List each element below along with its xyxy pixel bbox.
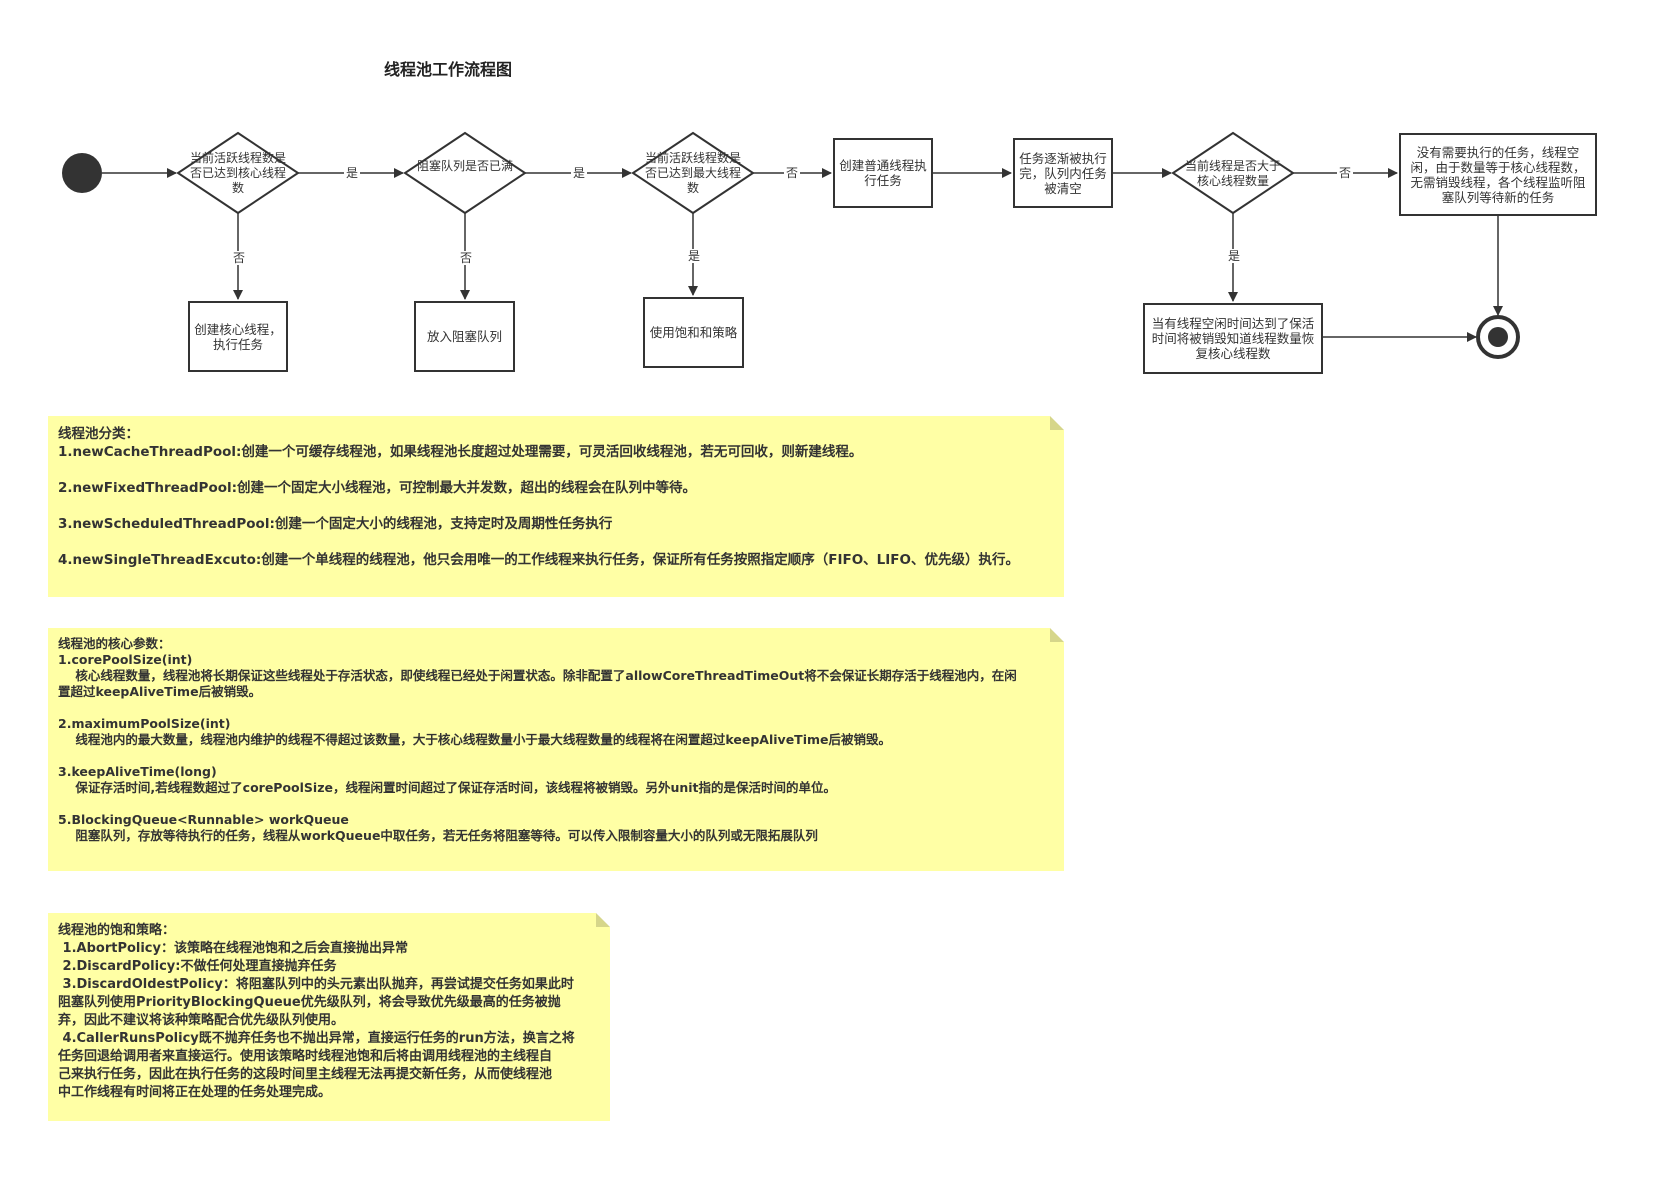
note-line: 中工作线程有时间将正在处理的任务处理完成。 [58,1085,332,1100]
note-thread-pool-types: 线程池分类： 1.newCacheThreadPool:创建一个可缓存线程池，如… [48,416,1064,597]
node-create-normal-thread: 创建普通线程执行任务 [833,138,933,208]
param-desc: 线程池内的最大数量，线程池内维护的线程不得超过该数量，大于核心线程数量小于最大线… [58,732,891,747]
note-line: 己来执行任务，因此在执行任务的这段时间里主线程无法再提交新任务，从而使线程池 [58,1067,553,1082]
decision-queue-full-label: 阻塞队列是否已满 [416,159,513,173]
param-title: 1.corePoolSize(int) [58,652,193,667]
node-enqueue: 放入阻塞队列 [414,301,515,372]
note-line: 2.DiscardPolicy:不做任何处理直接抛弃任务 [58,959,337,974]
param-title: 2.maximumPoolSize(int) [58,716,231,731]
edge-label-d3-no: 否 [784,166,801,180]
param-desc: 阻塞队列，存放等待执行的任务，线程从workQueue中取任务，若无任务将阻塞等… [58,828,818,843]
note-line: 3.DiscardOldestPolicy：将阻塞队列中的头元素出队抛弃，再尝试… [58,977,574,992]
note-heading: 线程池的饱和策略： [58,923,176,938]
edge-label-d4-no: 否 [1337,166,1354,180]
note-line: 1.AbortPolicy：该策略在线程池饱和之后会直接抛出异常 [58,941,408,956]
decision-core-threads-label: 当前活跃线程数是否已达到核心线程数 [190,151,287,195]
note-line: 弃，因此不建议将该种策略配合优先级队列使用。 [58,1013,345,1028]
note-heading: 线程池的核心参数： [58,636,171,651]
edge-label-d4-yes: 是 [1226,249,1243,263]
note-line: 4.CallerRunsPolicy既不抛弃任务也不抛出异常，直接运行任务的ru… [58,1031,575,1046]
edge-label-d1-no: 否 [231,251,248,265]
note-heading: 线程池分类： [58,426,139,442]
node-destroy-idle: 当有线程空闲时间达到了保活时间将被销毁知道线程数量恢复核心线程数 [1143,303,1323,374]
param-title: 3.keepAliveTime(long) [58,764,217,779]
note-core-parameters: 线程池的核心参数： 1.corePoolSize(int) 核心线程数量，线程池… [48,628,1064,871]
edge-label-d2-yes: 是 [571,166,588,180]
start-node [62,153,102,193]
note-line: 任务回退给调用者来直接运行。使用该策略时线程池饱和后将由调用线程池的主线程自 [58,1049,553,1064]
note-fold-corner [596,913,610,927]
node-create-core-thread: 创建核心线程，执行任务 [188,301,288,372]
diagram-title: 线程池工作流程图 [384,60,513,79]
param-desc: 核心线程数量，线程池将长期保证这些线程处于存活状态，即使线程已经处于闲置状态。除… [58,668,1017,683]
end-node-core [1488,327,1508,347]
decision-above-core-label: 当前线程是否大于核心线程数量 [1184,159,1281,188]
param-desc: 保证存活时间,若线程数超过了corePoolSize，线程闲置时间超过了保证存活… [58,780,837,795]
note-line: 2.newFixedThreadPool:创建一个固定大小线程池，可控制最大并发… [58,480,697,496]
param-title: 5.BlockingQueue<Runnable> workQueue [58,812,349,827]
note-line: 阻塞队列使用PriorityBlockingQueue优先级队列，将会导致优先级… [58,995,561,1010]
note-fold-corner [1050,628,1064,642]
decision-max-threads-label: 当前活跃线程数是否已达到最大线程数 [644,151,741,195]
note-line: 1.newCacheThreadPool:创建一个可缓存线程池，如果线程池长度超… [58,444,863,460]
note-fold-corner [1050,416,1064,430]
note-saturation-policies: 线程池的饱和策略： 1.AbortPolicy：该策略在线程池饱和之后会直接抛出… [48,913,610,1121]
edge-label-d2-no: 否 [458,251,475,265]
note-line: 4.newSingleThreadExcuto:创建一个单线程的线程池，他只会用… [58,552,1020,568]
edge-label-d3-yes: 是 [686,249,703,263]
edge-label-d1-yes: 是 [344,166,361,180]
note-line: 3.newScheduledThreadPool:创建一个固定大小的线程池，支持… [58,516,613,532]
node-tasks-cleared: 任务逐渐被执行完，队列内任务被清空 [1013,138,1113,208]
node-no-task-idle: 没有需要执行的任务，线程空闲，由于数量等于核心线程数，无需销毁线程，各个线程监听… [1399,133,1597,216]
param-desc: 置超过keepAliveTime后被销毁。 [58,684,262,699]
node-rejection-policy: 使用饱和和策略 [643,297,744,368]
